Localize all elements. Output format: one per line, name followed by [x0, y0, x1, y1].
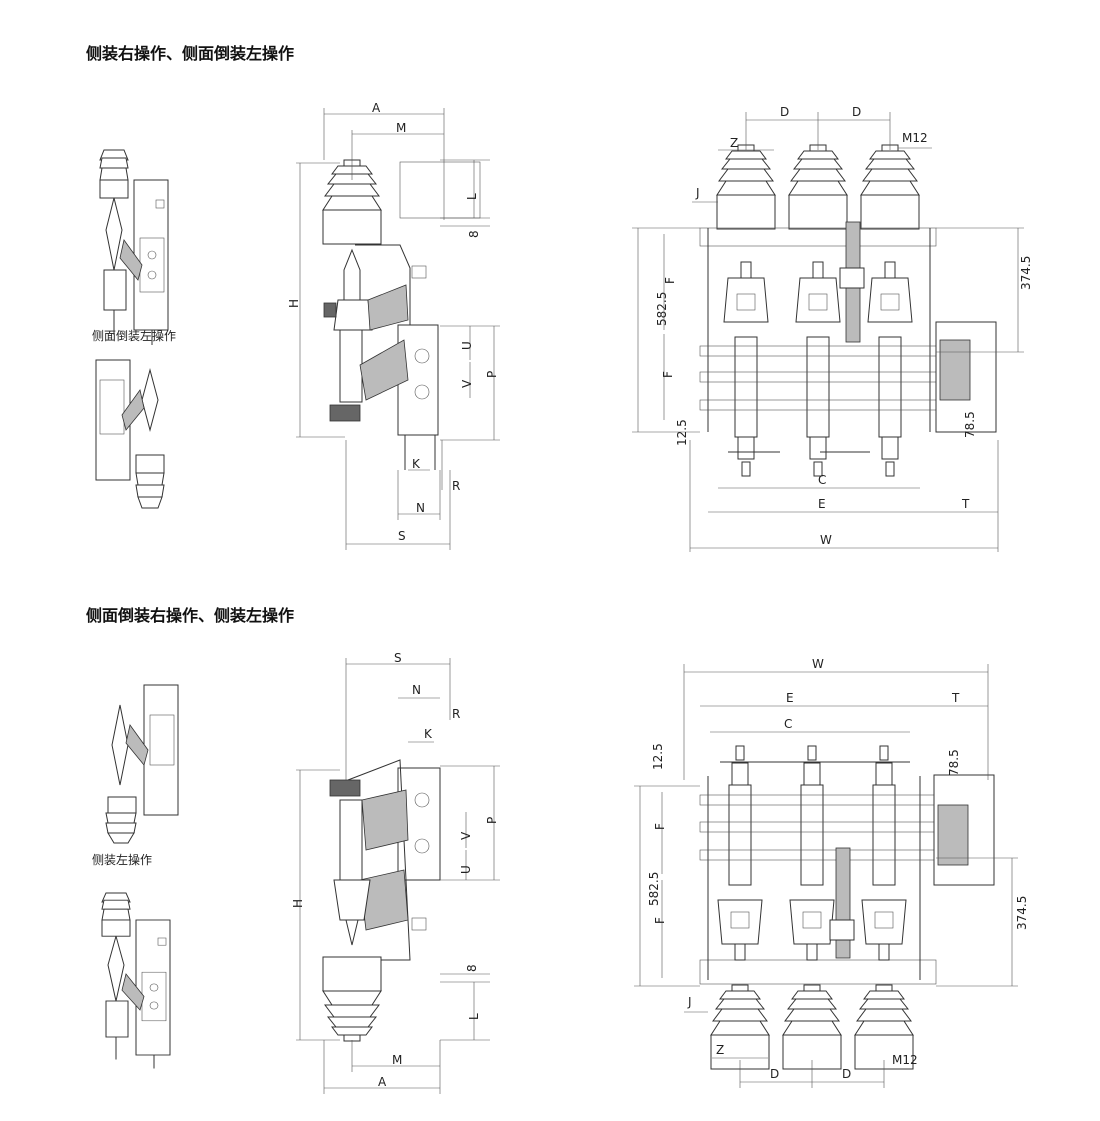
- dim-8: 8: [467, 230, 481, 238]
- top-side-dimensions: A M H L 8 U V P K R N S: [287, 101, 500, 550]
- dim-12-5-b: 12.5: [651, 743, 665, 770]
- dim-W: W: [820, 533, 832, 547]
- dim-H-b: H: [291, 899, 305, 908]
- dim-A: A: [372, 101, 381, 115]
- top-mini-view-2: [95, 359, 165, 509]
- dim-L: L: [465, 193, 479, 200]
- dim-T: T: [961, 497, 970, 511]
- dim-8-b: 8: [465, 964, 479, 972]
- dim-D-1-b: D: [770, 1067, 779, 1081]
- dim-D-2-b: D: [842, 1067, 851, 1081]
- dim-P-b: P: [485, 817, 499, 824]
- dim-F-2: F: [661, 371, 675, 378]
- dim-V: V: [460, 379, 474, 388]
- dim-D-2: D: [852, 105, 861, 119]
- bottom-front-dimensions: W E T C 12.5 582.5 F F 78.5 374.5 J Z D …: [634, 657, 1029, 1088]
- dim-M12-b: M12: [892, 1053, 918, 1067]
- dim-U: U: [460, 341, 474, 350]
- top-section-title: 侧装右操作、侧面倒装左操作: [86, 44, 295, 63]
- bottom-section-title: 侧面倒装右操作、侧装左操作: [86, 606, 295, 625]
- dim-582-5-b: 582.5: [647, 872, 661, 906]
- top-mini-view-1: [99, 149, 169, 346]
- bottom-side-dimensions: S N R K P V U H 8 L M A: [291, 651, 500, 1094]
- dim-Z: Z: [730, 136, 738, 150]
- dim-582-5: 582.5: [655, 292, 669, 326]
- dim-M-b: M: [392, 1053, 402, 1067]
- dim-E: E: [818, 497, 826, 511]
- dim-78-5: 78.5: [963, 411, 977, 438]
- dim-M12: M12: [902, 131, 928, 145]
- bottom-side-view: [322, 759, 441, 1042]
- dim-J: J: [695, 186, 700, 200]
- dim-374-5: 374.5: [1019, 256, 1033, 290]
- dim-E-b: E: [786, 691, 794, 705]
- dim-78-5-b: 78.5: [947, 749, 961, 776]
- dim-F-1: F: [663, 277, 677, 284]
- dim-C-b: C: [784, 717, 792, 731]
- dim-K: K: [412, 457, 421, 471]
- dim-D-1: D: [780, 105, 789, 119]
- dim-12-5: 12.5: [675, 419, 689, 446]
- dim-H: H: [287, 299, 301, 308]
- dim-F-1-b: F: [653, 823, 667, 830]
- dim-K-b: K: [424, 727, 433, 741]
- dim-C: C: [818, 473, 826, 487]
- bottom-mini-view-1: [105, 684, 179, 844]
- dim-U-b: U: [459, 865, 473, 874]
- dim-374-5-b: 374.5: [1015, 896, 1029, 930]
- top-small-caption: 侧面倒装左操作: [92, 329, 177, 343]
- dim-S-b: S: [394, 651, 402, 665]
- bottom-mini-view-2: [101, 892, 171, 1069]
- dim-T-b: T: [951, 691, 960, 705]
- dim-R-b: R: [452, 707, 460, 721]
- bottom-front-view: [699, 745, 995, 1070]
- dim-N-b: N: [412, 683, 421, 697]
- bottom-small-caption: 侧装左操作: [92, 853, 153, 867]
- dim-V-b: V: [459, 831, 473, 840]
- dim-N: N: [416, 501, 425, 515]
- dim-S: S: [398, 529, 406, 543]
- dim-A-b: A: [378, 1075, 387, 1089]
- top-front-view: [699, 144, 997, 477]
- dim-R: R: [452, 479, 460, 493]
- dim-W-b: W: [812, 657, 824, 671]
- dim-J-b: J: [687, 995, 692, 1009]
- dim-Z-b: Z: [716, 1043, 724, 1057]
- dim-F-2-b: F: [653, 917, 667, 924]
- dim-M: M: [396, 121, 406, 135]
- top-front-dimensions: D D Z M12 J 582.5 F F 12.5 374.5 78.5 C …: [632, 105, 1033, 552]
- dim-P: P: [485, 371, 499, 378]
- dim-L-b: L: [467, 1013, 481, 1020]
- top-side-view: [322, 159, 481, 470]
